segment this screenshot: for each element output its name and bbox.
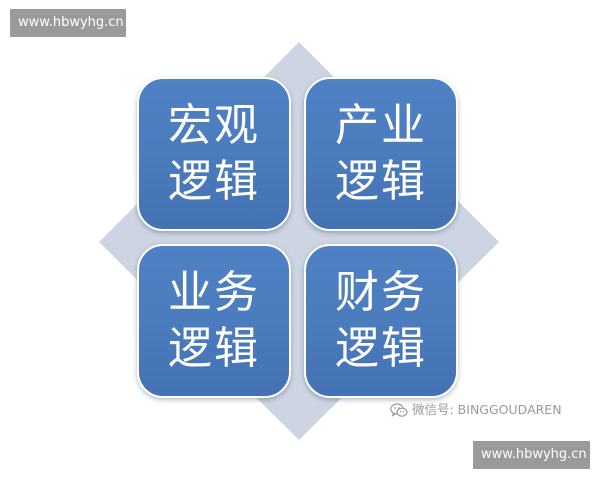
- tile-line-2: 逻辑: [168, 323, 260, 374]
- tile-line-2: 逻辑: [335, 156, 427, 207]
- tile-line-1: 产业: [335, 100, 427, 151]
- wechat-id-label: 微信号: BINGGOUDAREN: [390, 402, 562, 418]
- watermark-bottom: www.hbwyhg.cn: [473, 441, 590, 469]
- tile-line-1: 财务: [335, 267, 427, 318]
- wechat-icon: [390, 402, 408, 417]
- tile-line-2: 逻辑: [168, 156, 260, 207]
- tile-line-1: 业务: [168, 267, 260, 318]
- tile-business-logic: 业务 逻辑: [137, 244, 291, 398]
- tile-macro-logic: 宏观 逻辑: [137, 77, 291, 231]
- tile-line-2: 逻辑: [335, 323, 427, 374]
- tile-industry-logic: 产业 逻辑: [304, 77, 458, 231]
- tile-line-1: 宏观: [168, 100, 260, 151]
- tile-finance-logic: 财务 逻辑: [304, 244, 458, 398]
- watermark-top: www.hbwyhg.cn: [10, 9, 126, 37]
- wechat-id-text: 微信号: BINGGOUDAREN: [412, 402, 562, 417]
